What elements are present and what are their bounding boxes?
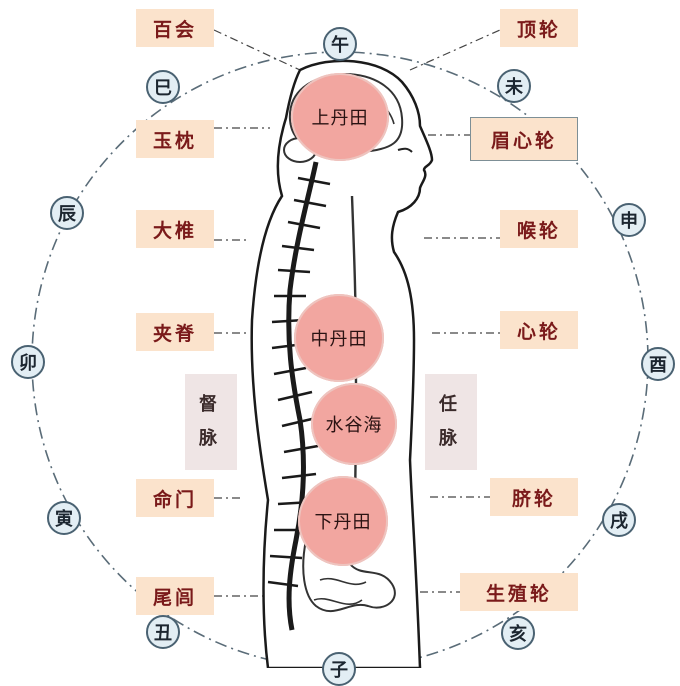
label-jiaji: 夹脊 xyxy=(136,313,214,351)
du-char-2: 脉 xyxy=(199,428,223,449)
label-xinlun: 心轮 xyxy=(500,311,578,349)
branch-xu: 戌 xyxy=(602,503,636,537)
lower-dantian: 下丹田 xyxy=(298,476,388,566)
label-qilun: 脐轮 xyxy=(490,478,578,516)
middle-dantian: 中丹田 xyxy=(294,294,384,382)
branch-chou: 丑 xyxy=(146,615,180,649)
label-dazhui: 大椎 xyxy=(136,210,214,248)
label-shengzhilun: 生殖轮 xyxy=(460,573,578,611)
branch-hai: 亥 xyxy=(501,616,535,650)
branch-zi: 子 xyxy=(322,652,356,686)
du-char-1: 督 xyxy=(199,393,223,415)
branch-shen: 申 xyxy=(612,203,646,237)
ren-char-1: 任 xyxy=(439,393,463,415)
label-dinglun: 顶轮 xyxy=(500,9,578,47)
label-meixinlun: 眉心轮 xyxy=(470,117,578,161)
label-yuzhen: 玉枕 xyxy=(136,120,214,158)
upper-dantian: 上丹田 xyxy=(291,73,389,161)
connector-lines xyxy=(213,29,501,597)
branch-wu: 午 xyxy=(323,27,357,61)
eye xyxy=(397,147,413,153)
label-baihui: 百会 xyxy=(136,9,214,47)
branch-yin: 寅 xyxy=(47,501,81,535)
du-meridian-label: 督 脉 xyxy=(185,374,237,470)
branch-si: 巳 xyxy=(146,70,180,104)
branch-wei: 未 xyxy=(497,69,531,103)
ren-meridian-label: 任 脉 xyxy=(425,374,477,470)
ren-char-2: 脉 xyxy=(439,428,463,449)
label-weilu: 尾闾 xyxy=(136,577,214,615)
branch-chen: 辰 xyxy=(50,196,84,230)
branch-mao: 卯 xyxy=(11,345,45,379)
label-mingmen: 命门 xyxy=(136,479,214,517)
water-valley-sea: 水谷海 xyxy=(311,383,397,465)
label-houlun: 喉轮 xyxy=(500,210,578,248)
branch-you: 酉 xyxy=(641,347,675,381)
